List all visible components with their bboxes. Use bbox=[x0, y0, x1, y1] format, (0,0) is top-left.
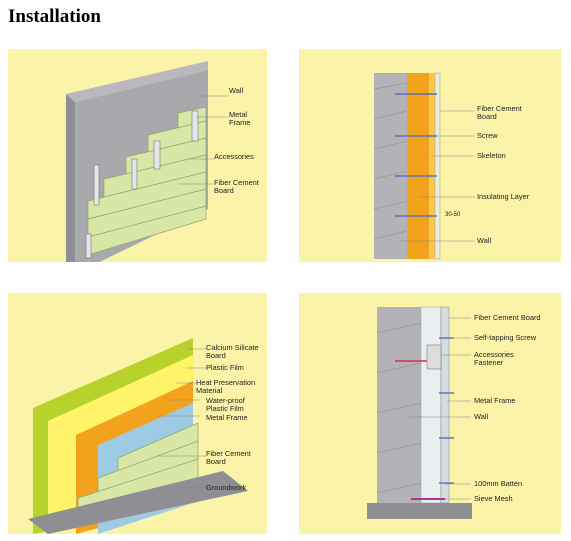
label-heat-preservation-material: Heat Preservation Material bbox=[196, 378, 256, 396]
wall-installation-illustration bbox=[66, 61, 228, 262]
label-metal-frame: Metal Frame bbox=[474, 396, 516, 405]
label-wall: Wall bbox=[229, 86, 244, 95]
label-calcium-silicate-board: Calcium Silicate Board bbox=[206, 343, 259, 361]
label-fiber-cement-board: Fiber Cement Board bbox=[206, 449, 251, 467]
label-fiber-cement-board: Fiber Cement Board bbox=[477, 104, 522, 122]
section-view-illustration bbox=[373, 72, 475, 260]
label-groundwork: Groundwork bbox=[206, 483, 247, 492]
label-insulating-layer: Insulating Layer bbox=[477, 192, 530, 201]
panel-insulated-wall: Calcium Silicate Board Plastic Film Heat… bbox=[8, 293, 267, 534]
label-sieve-mesh: Sieve Mesh bbox=[474, 494, 513, 503]
label-metal-frame: Metal Frame bbox=[229, 110, 251, 128]
label-water-proof-plastic-film: Water-proof Plastic Film bbox=[206, 396, 245, 414]
label-self-tapping-screw: Self-tapping Screw bbox=[474, 333, 537, 342]
label-wall: Wall bbox=[477, 236, 492, 245]
label-accessories: Accessories bbox=[214, 152, 254, 161]
label-skeleton: Skeleton bbox=[477, 151, 506, 160]
label-dimension: 30-50 bbox=[445, 212, 461, 218]
label-batten: 100mm Batten bbox=[474, 479, 523, 488]
label-wall: Wall bbox=[474, 412, 489, 421]
label-fiber-cement-board: Fiber Cement Board bbox=[214, 178, 259, 196]
panel-detail-section: Fiber Cement Board Self-tapping Screw Ac… bbox=[299, 293, 561, 534]
label-fiber-cement-board: Fiber Cement Board bbox=[474, 313, 541, 322]
label-screw: Screw bbox=[477, 131, 498, 140]
label-plastic-film: Plastic Film bbox=[206, 363, 244, 372]
panel-wall-installation: Wall Metal Frame Accessories Fiber Cemen… bbox=[8, 49, 267, 262]
insulated-wall-illustration bbox=[28, 338, 248, 534]
label-metal-frame: Metal Frame bbox=[206, 413, 248, 422]
panel-section-view: Fiber Cement Board Screw Skeleton Insula… bbox=[299, 49, 561, 262]
page-title: Installation bbox=[8, 6, 101, 27]
detail-section-illustration bbox=[367, 306, 472, 519]
label-accessories-fastener: Accessories Fastener bbox=[474, 350, 514, 368]
